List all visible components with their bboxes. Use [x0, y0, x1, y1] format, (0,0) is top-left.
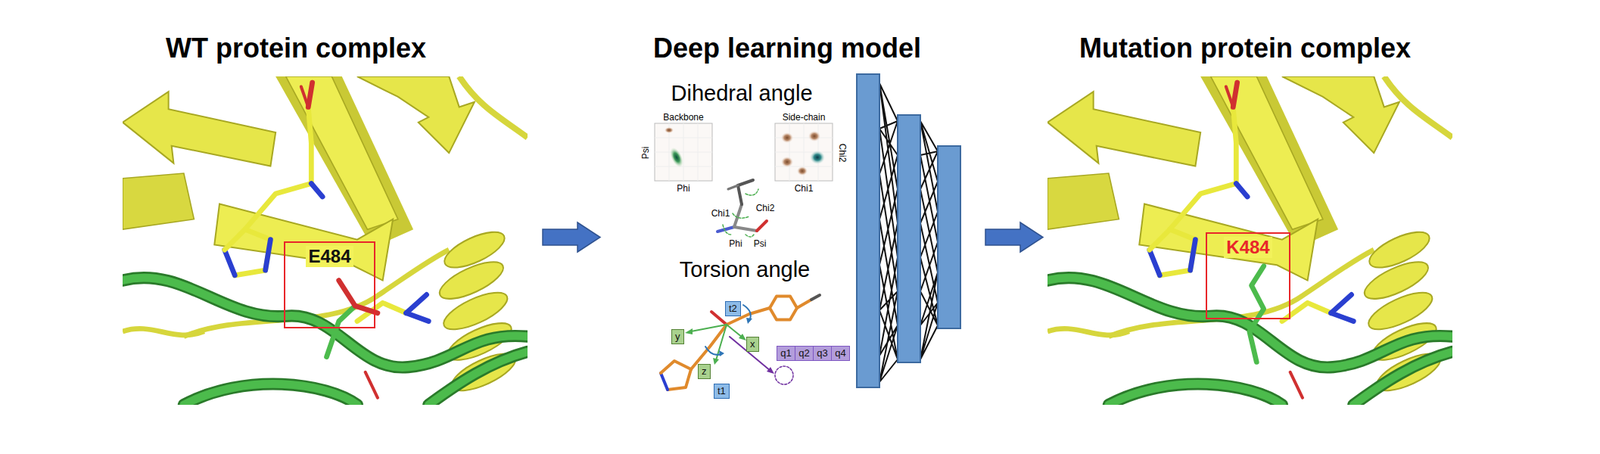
axis-label: Chi1: [794, 183, 814, 195]
axis-label: z: [701, 365, 707, 378]
quaternion-label: q3: [816, 347, 829, 360]
axis-tag: z: [697, 364, 711, 380]
residue-label: E484: [305, 245, 353, 268]
quaternion-cell: q1: [776, 345, 796, 362]
axis-label: Phi: [728, 239, 742, 250]
residue-label: K484: [1223, 236, 1272, 259]
axis-tag: t1: [713, 383, 730, 399]
residue-box: E484: [283, 241, 376, 329]
axis-tag: t2: [725, 301, 741, 317]
quaternion-cell: q3: [812, 345, 832, 362]
axis-label: Psi: [753, 239, 767, 250]
axis-label: Psi: [641, 146, 652, 160]
axis-label: Chi2: [756, 203, 776, 215]
axis-tag: y: [671, 329, 685, 345]
backbone-plot: [654, 123, 713, 181]
axis-label: Phi: [676, 183, 690, 195]
wt-protein-image: [122, 76, 528, 405]
mutant-protein-image: [1047, 76, 1453, 405]
quaternion-label: q1: [780, 347, 792, 360]
block-arrow: [542, 222, 601, 253]
section-heading: Dihedral angle: [670, 80, 813, 106]
axis-label: t1: [717, 385, 726, 398]
axis-label: Backbone: [663, 112, 704, 124]
quaternion-cell: q4: [831, 345, 850, 362]
section-heading: Torsion angle: [679, 257, 811, 283]
axis-label: Chi1: [711, 208, 731, 220]
block-arrow: [985, 222, 1043, 253]
axis-label: y: [675, 330, 681, 343]
axis-tag: x: [746, 336, 760, 352]
residue-box: K484: [1205, 232, 1291, 320]
side-chain-plot: [775, 123, 833, 181]
quaternion-label: q2: [798, 347, 810, 360]
panel-heading: Deep learning model: [653, 32, 922, 64]
quaternion-label: q4: [834, 347, 847, 360]
neural-network: [856, 74, 961, 388]
panel-heading: WT protein complex: [165, 32, 427, 64]
axis-label: Side-chain: [782, 112, 826, 124]
quaternion-cell: q2: [794, 345, 814, 362]
axis-label: t2: [728, 302, 738, 315]
axis-label: x: [750, 338, 756, 351]
torsion-molecule: [660, 295, 820, 390]
panel-heading: Mutation protein complex: [1079, 32, 1411, 64]
axis-label: Chi2: [836, 143, 847, 163]
